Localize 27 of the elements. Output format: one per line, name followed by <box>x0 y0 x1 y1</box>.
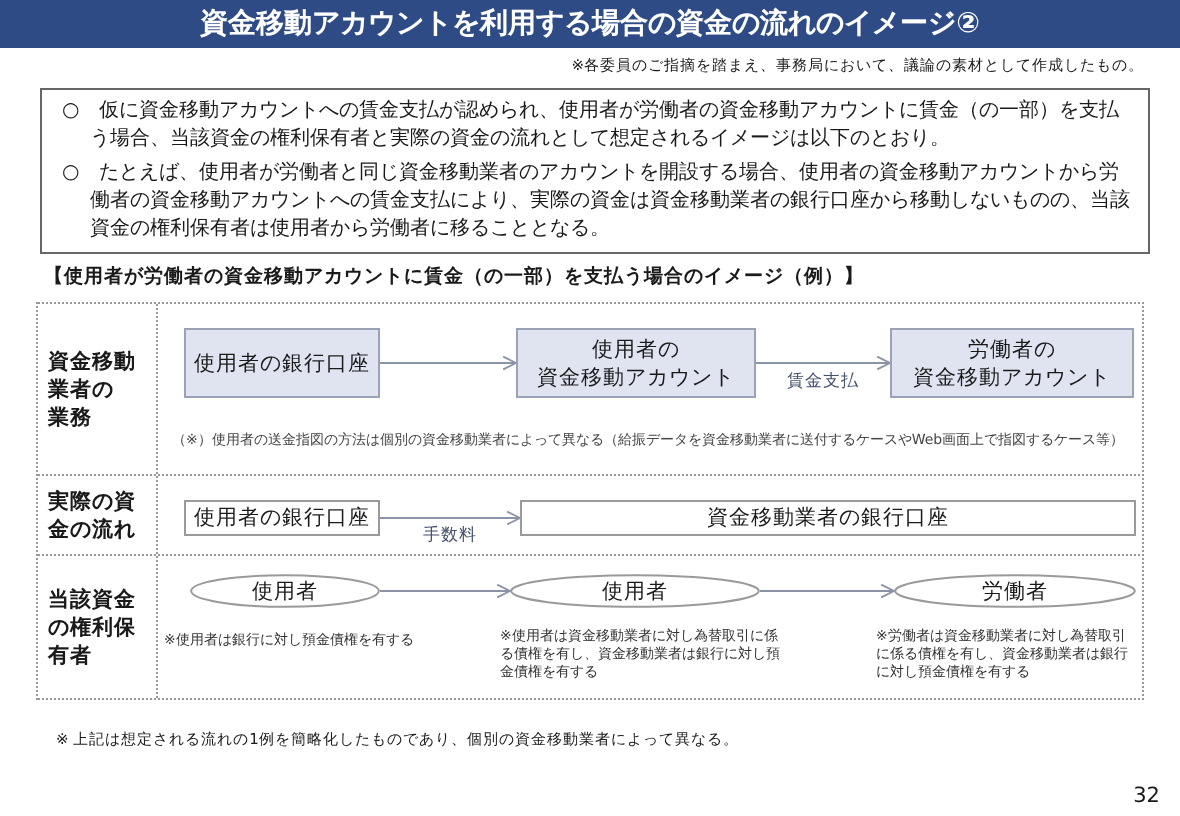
role-ellipse: 労働者 <box>894 574 1136 608</box>
page-number: 32 <box>1133 782 1160 811</box>
arrow <box>380 583 511 599</box>
row-header: 当該資金の権利保有者 <box>38 556 158 698</box>
arrow <box>760 583 895 599</box>
role-ellipse: 使用者 <box>510 574 760 608</box>
edge-label: 手数料 <box>421 526 479 548</box>
account-box: 使用者の銀行口座 <box>184 500 380 536</box>
bullet-paragraph: ○ たとえば、使用者が労働者と同じ資金移動業者のアカウントを開設する場合、使用者の資金移動アカウントから労働者の資金移動アカウントへの賃金支払により、実際の資金は資金移動業者の銀行口座から移動しないものの、当該資金の権利保有者は使用者から労働者に移ることとなる。 <box>62 160 1132 244</box>
bullet-paragraph: ○ 仮に資金移動アカウントへの賃金支払が認められ、使用者が労働者の資金移動アカウントに賃金（の一部）を支払う場合、当該資金の権利保有者と実際の資金の流れとして想定されるイメージは以下のとおり。 <box>62 98 1122 154</box>
title-bar: 資金移動アカウントを利用する場合の資金の流れのイメージ② <box>0 0 1180 48</box>
account-box: 資金移動業者の銀行口座 <box>520 500 1136 536</box>
arrow <box>756 355 891 371</box>
table-row <box>36 302 1144 476</box>
account-box: 使用者の資金移動アカウント <box>516 328 756 398</box>
arrow <box>380 510 521 526</box>
section-heading: 【使用者が労働者の資金移動アカウントに賃金（の一部）を支払う場合のイメージ（例）】 <box>44 266 864 292</box>
row-header: 実際の資金の流れ <box>38 476 158 554</box>
edge-label: 賃金支払 <box>785 371 861 393</box>
arrow <box>380 355 517 371</box>
account-box: 使用者の銀行口座 <box>184 328 380 398</box>
table-row <box>36 554 1144 700</box>
table-row <box>36 474 1144 556</box>
role-ellipse: 使用者 <box>190 574 380 608</box>
row-header: 資金移動業者の業務 <box>38 304 158 474</box>
account-box: 労働者の資金移動アカウント <box>890 328 1134 398</box>
info-panel <box>40 88 1150 254</box>
